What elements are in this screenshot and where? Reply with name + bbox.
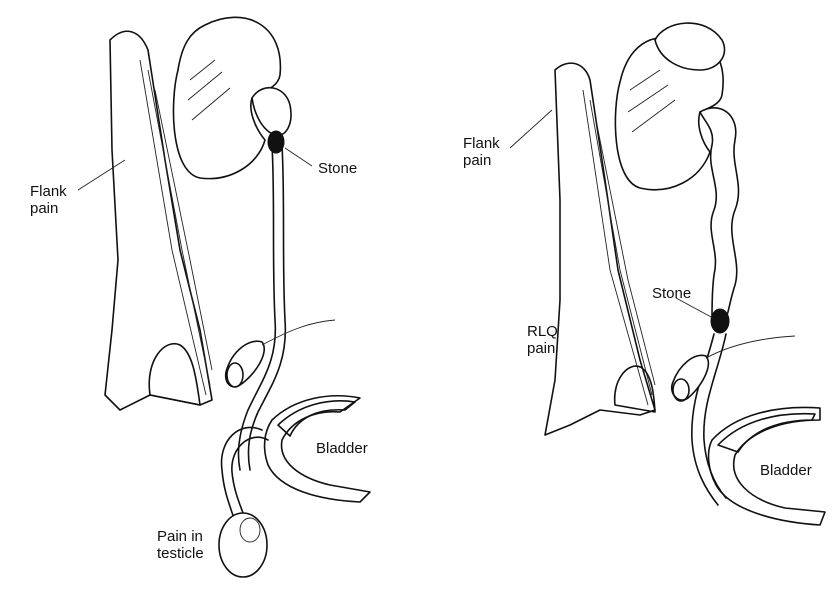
- left-ureter: [237, 144, 277, 471]
- right-dilated-ureter: [698, 107, 740, 319]
- left-flank-pain-leader: [77, 159, 126, 191]
- left-stone-label: Stone: [318, 160, 358, 177]
- right-kidney: [614, 34, 724, 191]
- left-iliac-vessel: [224, 340, 265, 388]
- left-kidney: [172, 16, 282, 180]
- right-stone: [710, 308, 730, 334]
- left-stone-leader: [284, 147, 313, 167]
- left-renal-pelvis: [251, 87, 292, 137]
- left-testicle: [218, 512, 268, 578]
- left-stone: [267, 130, 285, 154]
- right-panel-illustration: [509, 22, 826, 526]
- left-bladder: [263, 395, 371, 503]
- right-stone-leader: [675, 297, 714, 319]
- right-flank-pain-label: Flank pain: [463, 135, 500, 169]
- right-bladder: [707, 406, 826, 526]
- right-dilated-pelvis: [654, 22, 726, 71]
- left-panel-illustration: [77, 16, 371, 578]
- rlq-pain-label: RLQ pain: [527, 323, 558, 357]
- left-pelvic-bone: [148, 342, 201, 406]
- pain-in-testicle-label: Pain in testicle: [157, 528, 204, 562]
- right-flank-pain-leader: [509, 109, 553, 149]
- left-vas-deferens: [220, 426, 263, 526]
- right-bladder-label: Bladder: [760, 462, 812, 479]
- right-pelvic-bone: [613, 365, 656, 413]
- right-stone-label: Stone: [652, 285, 692, 302]
- right-iliac-vessel: [670, 354, 710, 401]
- left-bladder-label: Bladder: [316, 440, 368, 457]
- left-flank-pain-label: Flank pain: [30, 183, 67, 217]
- right-flank-muscle: [544, 62, 656, 436]
